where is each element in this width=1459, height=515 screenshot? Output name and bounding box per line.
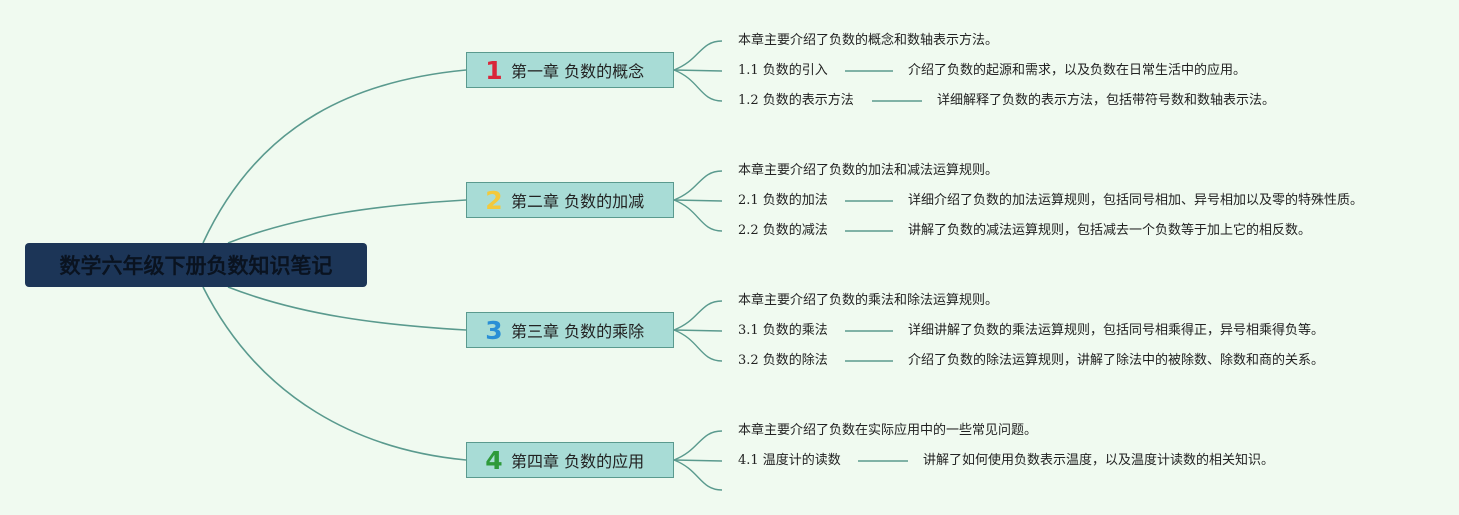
section-3-2-desc: 介绍了负数的除法运算规则，讲解了除法中的被除数、除数和商的关系。: [908, 353, 1325, 368]
section-2-1-label: 2.1 负数的加法: [738, 193, 828, 208]
chapter-3-number: 3: [485, 315, 503, 345]
chapter-1-number: 1: [485, 55, 503, 85]
ch3-branch-sec1: [673, 329, 723, 332]
chapter-1-node[interactable]: 1 第一章 负数的概念: [466, 52, 674, 88]
ch4-branch-empty: [673, 459, 723, 491]
root-to-ch1-line: [202, 69, 467, 244]
ch1-branch-sec1: [673, 69, 723, 72]
root-to-ch4-line: [202, 286, 467, 461]
ch2-branch-sec1: [673, 199, 723, 202]
chapter-4-number: 4: [485, 445, 503, 475]
root-to-ch3-line: [227, 286, 467, 331]
chapter-2-summary: 本章主要介绍了负数的加法和减法运算规则。: [738, 163, 999, 178]
ch3-branch-summary: [673, 300, 723, 331]
root-node[interactable]: 数学六年级下册负数知识笔记: [25, 243, 367, 287]
section-2-1-desc: 详细介绍了负数的加法运算规则，包括同号相加、异号相加以及零的特殊性质。: [908, 193, 1364, 208]
section-4-1-desc: 讲解了如何使用负数表示温度，以及温度计读数的相关知识。: [923, 453, 1275, 468]
ch2-branch-summary: [673, 170, 723, 201]
chapter-4-title: 第四章 负数的应用: [511, 452, 645, 471]
section-3-2-label: 3.2 负数的除法: [738, 353, 828, 368]
root-to-ch2-line: [227, 199, 467, 244]
chapter-4-node[interactable]: 4 第四章 负数的应用: [466, 442, 674, 478]
section-1-2-desc: 详细解释了负数的表示方法，包括带符号数和数轴表示法。: [937, 93, 1276, 108]
section-2-2-desc: 讲解了负数的减法运算规则，包括减去一个负数等于加上它的相反数。: [908, 223, 1312, 238]
ch2-branch-sec2: [673, 199, 723, 232]
root-title: 数学六年级下册负数知识笔记: [59, 254, 333, 278]
chapter-3-summary: 本章主要介绍了负数的乘法和除法运算规则。: [738, 293, 999, 308]
section-1-1-label: 1.1 负数的引入: [738, 63, 828, 78]
chapter-2-title: 第二章 负数的加减: [511, 192, 645, 211]
section-4-1-label: 4.1 温度计的读数: [738, 453, 841, 468]
chapter-1-summary: 本章主要介绍了负数的概念和数轴表示方法。: [738, 33, 999, 48]
ch1-branch-summary: [673, 40, 723, 71]
chapter-2-number: 2: [485, 185, 503, 215]
section-2-2-label: 2.2 负数的减法: [738, 223, 828, 238]
chapter-1-title: 第一章 负数的概念: [511, 62, 645, 81]
section-1-1-desc: 介绍了负数的起源和需求，以及负数在日常生活中的应用。: [908, 63, 1247, 78]
chapter-3-node[interactable]: 3 第三章 负数的乘除: [466, 312, 674, 348]
ch1-branch-sec2: [673, 69, 723, 102]
section-1-2-label: 1.2 负数的表示方法: [738, 93, 854, 108]
section-3-1-desc: 详细讲解了负数的乘法运算规则，包括同号相乘得正，异号相乘得负等。: [908, 323, 1325, 338]
section-3-1-label: 3.1 负数的乘法: [738, 323, 828, 338]
chapter-3-title: 第三章 负数的乘除: [511, 322, 645, 341]
chapter-2-node[interactable]: 2 第二章 负数的加减: [466, 182, 674, 218]
ch4-branch-sec1: [673, 459, 723, 462]
chapter-4-summary: 本章主要介绍了负数在实际应用中的一些常见问题。: [738, 423, 1038, 438]
ch3-branch-sec2: [673, 329, 723, 362]
ch4-branch-summary: [673, 430, 723, 461]
